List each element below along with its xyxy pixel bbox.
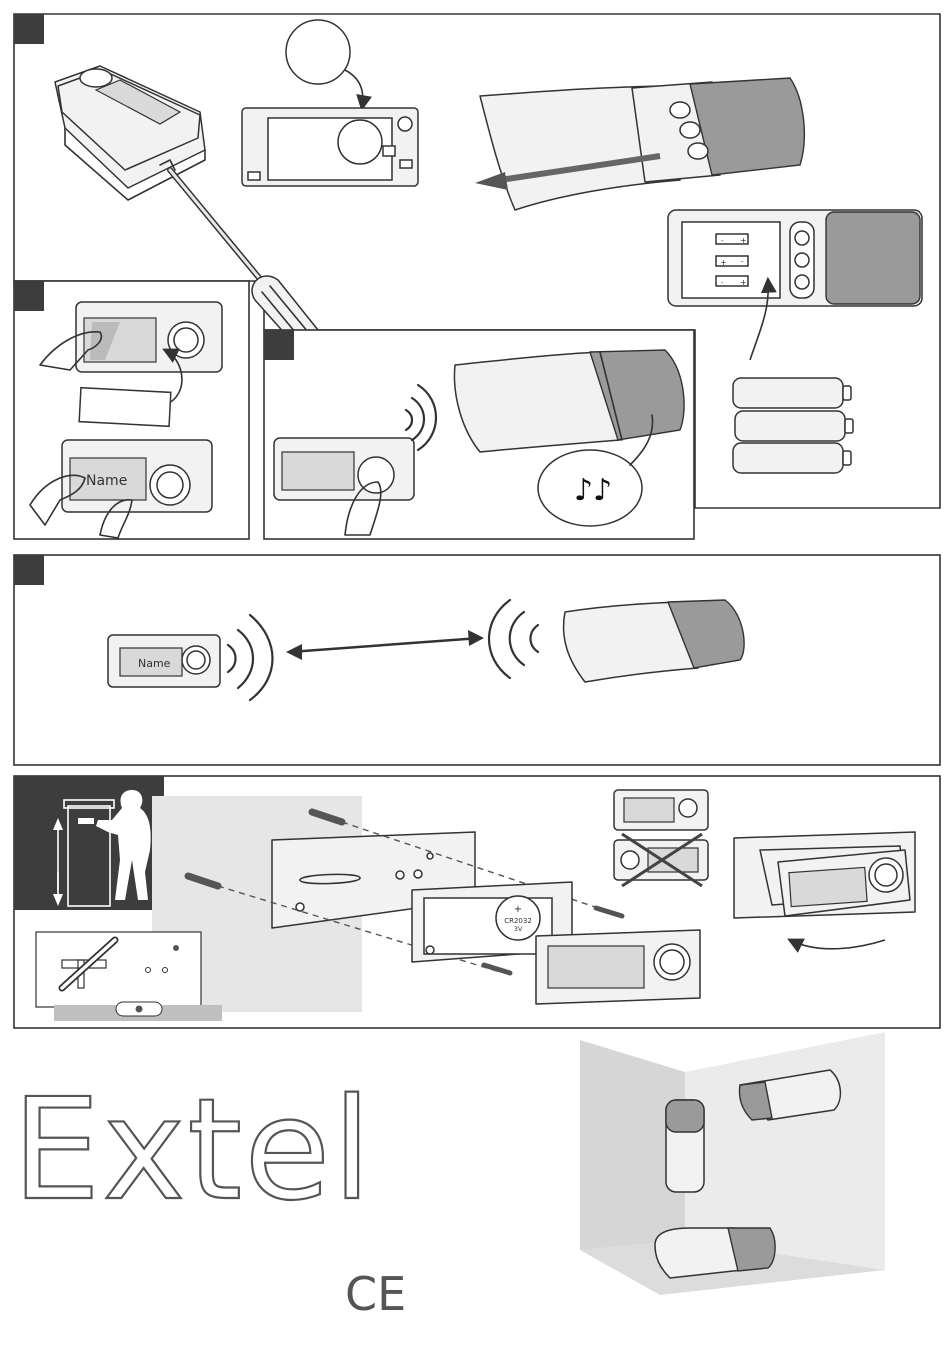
battery-plus-label: + — [514, 904, 522, 915]
name-tag-card — [79, 388, 171, 427]
panel-step-2: Name — [14, 281, 249, 539]
room-placement-illustration — [580, 1032, 885, 1295]
brand-name: Extel — [12, 1069, 373, 1232]
compartment-plus-1: + — [740, 236, 747, 245]
svg-text:♪♪: ♪♪ — [574, 473, 612, 508]
step-2-marker — [14, 281, 44, 311]
step-3-marker — [264, 330, 294, 360]
compartment-plus-3: + — [740, 278, 747, 287]
push-button-small: Name — [108, 635, 220, 687]
ce-mark-label: CE — [345, 1267, 406, 1321]
orientation-correct-icon — [614, 790, 708, 830]
brand-logo: Extel — [12, 1069, 373, 1232]
chime-battery-compartment: - + + - - + — [668, 210, 922, 306]
battery-voltage-label: 3V — [514, 925, 523, 933]
step-1-marker — [14, 14, 44, 44]
name-tag-label: Name — [86, 473, 127, 489]
pencil-marking-icon — [36, 932, 201, 1007]
panel-step-4: Name — [14, 555, 940, 765]
compartment-plus-2: + — [720, 258, 727, 267]
ce-mark: CE — [345, 1267, 406, 1321]
panel-step-3: ♪♪ — [264, 330, 694, 539]
wall-chime-vertical — [666, 1100, 704, 1192]
panel-step-5: + CR2032 3V — [14, 776, 940, 1028]
step-4-marker — [14, 555, 44, 585]
battery-type-label: CR2032 — [504, 917, 532, 925]
name-tag-label-small: Name — [138, 657, 171, 670]
orientation-wrong-icon — [614, 834, 708, 886]
